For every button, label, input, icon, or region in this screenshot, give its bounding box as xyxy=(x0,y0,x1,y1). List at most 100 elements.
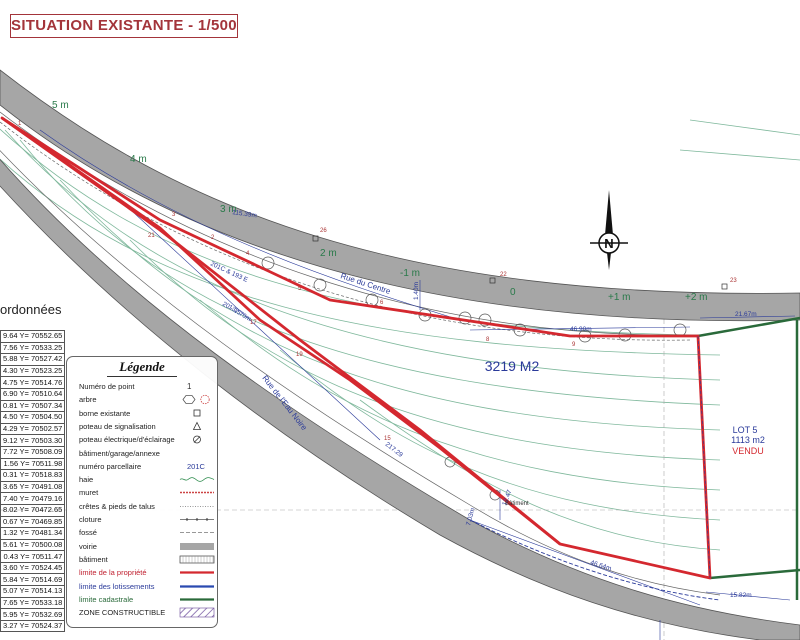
table-row: 1.32 Y= 70481.34 xyxy=(0,527,66,540)
coordinate-cell: 7.40 Y= 70479.16 xyxy=(0,492,66,505)
legend-symbol-text: 201C xyxy=(187,461,205,471)
coordinate-cell: 1.56 Y= 70511.98 xyxy=(0,457,66,471)
cadastral-limit-line xyxy=(697,316,800,580)
point-number: 23 xyxy=(730,278,737,284)
legend-item: voirie xyxy=(79,541,215,552)
coordinate-cell: 5.61 Y= 70500.08 xyxy=(0,538,66,552)
legend-item-label: poteau de signalisation xyxy=(79,421,156,431)
square-icon xyxy=(193,409,201,416)
north-label: N xyxy=(604,236,613,251)
road-icon xyxy=(180,542,214,550)
lot-name: LOT 5 xyxy=(733,425,758,435)
coordinate-cell: 0.67 Y= 70469.85 xyxy=(0,515,66,529)
legend-item: limite cadastrale xyxy=(79,594,215,605)
coordinate-cell: 7.72 Y= 70508.09 xyxy=(0,445,66,459)
table-row: 0.31 Y= 70518.83 xyxy=(0,469,66,482)
dimension-label: 115.39m xyxy=(232,209,258,219)
property-limit xyxy=(0,116,712,580)
table-row: 4.29 Y= 70502.57 xyxy=(0,422,66,436)
point-number: 8 xyxy=(486,337,490,343)
lot-5-label: LOT 5 1113 m2 VENDU xyxy=(731,425,765,456)
table-row: 7.65 Y= 70533.18 xyxy=(0,596,66,610)
legend-item: numéro parcellaire 201C xyxy=(79,461,215,472)
dimension-label: 1.40m xyxy=(413,282,420,300)
point-number: 6 xyxy=(380,300,384,306)
legend-item: limite de la propriété xyxy=(79,567,215,578)
coordinate-cell: 4.50 Y= 70504.50 xyxy=(0,411,66,424)
legend-item-label: limite des lotissements xyxy=(79,581,155,591)
coordinate-cell: 5.07 Y= 70514.13 xyxy=(0,585,66,598)
legend-item: limite des lotissements xyxy=(79,581,215,592)
legend-item-label: bâtiment xyxy=(79,554,108,564)
contour-label: 2 m xyxy=(320,248,337,259)
legend-item-label: voirie xyxy=(79,541,97,551)
legend-item-label: crêtes & pieds de talus xyxy=(79,501,155,511)
coordinate-cell: 1.32 Y= 70481.34 xyxy=(0,527,66,540)
legend-item: bâtiment/garage/annexe xyxy=(79,448,215,459)
legend-item-label: numéro parcellaire xyxy=(79,461,142,471)
ditch-icon xyxy=(180,532,214,534)
coordinate-cell: 5.95 Y= 70532.69 xyxy=(0,608,66,621)
blue-line-icon xyxy=(180,584,214,588)
coordinate-cell: 9.64 Y= 70552.65 xyxy=(0,330,66,343)
point-number: 3 xyxy=(172,212,176,218)
point-number: 26 xyxy=(320,228,327,234)
contour-label: 3 m xyxy=(220,204,237,215)
dimension-lines xyxy=(39,129,796,640)
table-row: 5.84 Y= 70514.69 xyxy=(0,573,66,587)
legend-item-label: cloture xyxy=(79,515,102,524)
table-row: 0.67 Y= 70469.85 xyxy=(0,515,66,529)
table-row: 3.60 Y= 70524.45 xyxy=(0,561,66,575)
point-number: 17 xyxy=(250,320,257,326)
legend-item-label: fossé xyxy=(79,528,97,538)
table-row: 4.75 Y= 70514.76 xyxy=(0,376,66,389)
building-label: Bâtiment xyxy=(505,501,529,507)
boundary-markers xyxy=(312,235,728,290)
table-row: 0.43 Y= 70511.47 xyxy=(0,550,66,563)
table-row: 4.30 Y= 70523.25 xyxy=(0,364,66,378)
red-line-icon xyxy=(180,571,214,574)
coordinate-cell: 4.29 Y= 70502.57 xyxy=(0,422,66,436)
contour-label: +1 m xyxy=(608,292,631,303)
table-row: 3.27 Y= 70524.37 xyxy=(0,619,66,633)
green-line-icon xyxy=(180,598,214,601)
point-number: 21 xyxy=(148,233,155,239)
table-row: 9.12 Y= 70503.30 xyxy=(0,434,66,447)
contour-label: -1 m xyxy=(400,268,420,279)
coordinate-cell: 7.65 Y= 70533.18 xyxy=(0,596,66,610)
coordinate-cell: 0.43 Y= 70511.47 xyxy=(0,550,66,563)
table-row: 5.07 Y= 70514.13 xyxy=(0,585,66,598)
coordinate-cell: 3.60 Y= 70524.45 xyxy=(0,561,66,575)
building-icon xyxy=(179,555,215,564)
legend-item: arbre xyxy=(79,394,215,405)
coordinate-cell: 4.30 Y= 70523.25 xyxy=(0,364,66,378)
coordinate-cell: 5.84 Y= 70514.69 xyxy=(0,573,66,587)
table-row: 1.56 Y= 70511.98 xyxy=(0,457,66,471)
table-row: 5.88 Y= 70527.42 xyxy=(0,353,66,366)
wall-icon xyxy=(180,492,214,494)
north-arrow-icon: N xyxy=(590,190,628,270)
table-row: 7.56 Y= 70533.25 xyxy=(0,341,66,355)
table-row: 4.50 Y= 70504.50 xyxy=(0,411,66,424)
table-row: 5.95 Y= 70532.69 xyxy=(0,608,66,621)
drawing-title: SITUATION EXISTANTE - 1/500 xyxy=(10,14,238,38)
coordinate-cell: 3.65 Y= 70491.08 xyxy=(0,480,66,494)
legend-item-label: poteau électrique/d'éclairage xyxy=(79,435,175,445)
point-number: 19 xyxy=(296,352,303,358)
coordinate-cell: 7.56 Y= 70533.25 xyxy=(0,341,66,355)
tree-icon xyxy=(182,395,210,405)
dimension-label: 217.29 xyxy=(384,441,404,459)
dimension-label: 15.82m xyxy=(730,592,752,599)
table-row: 7.40 Y= 70479.16 xyxy=(0,492,66,505)
coordinates-heading: ordonnées xyxy=(0,302,62,317)
dimension-label: 46.64m xyxy=(589,559,612,572)
coordinate-cell: 5.88 Y= 70527.42 xyxy=(0,353,66,366)
coordinate-cell: 0.31 Y= 70518.83 xyxy=(0,469,66,482)
point-number: 22 xyxy=(500,272,507,278)
point-number: 5 xyxy=(298,286,302,292)
dimension-label: 7.03m xyxy=(465,507,476,526)
